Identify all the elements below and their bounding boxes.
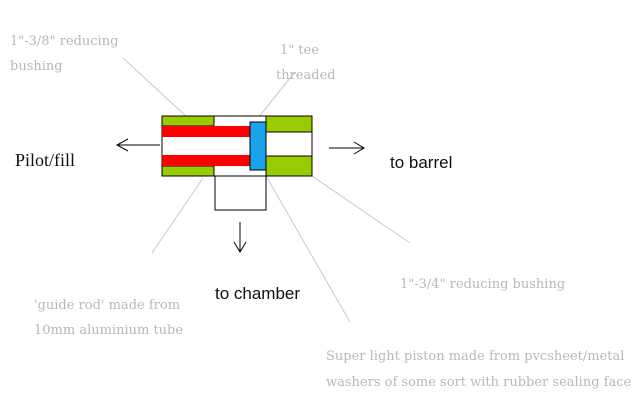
pilot-fill-label: Pilot/fill [15, 150, 75, 170]
large-reducing-bushing [265, 115, 313, 177]
arrow-right-barrel [329, 141, 365, 155]
piston-label-line1: Super light piston made from pvcsheet/me… [326, 349, 624, 364]
large-bushing-top [265, 115, 313, 133]
small-bushing-top [161, 115, 215, 127]
arrow-left-pilot [115, 138, 160, 152]
large-bushing-label: 1"-3/4" reducing bushing [400, 277, 565, 292]
guide-rod-label-line1: 'guide rod' made from [34, 298, 180, 313]
leader-guide-rod [151, 177, 204, 254]
large-bushing-bottom [265, 155, 313, 177]
leader-piston [265, 175, 351, 323]
piston-label-line2: washers of some sort with rubber sealing… [326, 375, 632, 390]
flow-arrows [115, 138, 365, 253]
piston [249, 121, 267, 171]
guide-rod-label-line2: 10mm aluminium tube [34, 323, 183, 338]
tee-branch-outlet [214, 176, 267, 211]
to-barrel-label: to barrel [390, 153, 452, 172]
leader-small-bushing [122, 57, 189, 119]
leader-large-bushing [311, 175, 411, 244]
small-bushing-label-line2: bushing [10, 59, 63, 74]
guide-rod-top-wall [162, 126, 250, 137]
tee-label-line1: 1" tee [280, 43, 319, 58]
leader-lines [122, 57, 411, 323]
small-bushing-label-line1: 1"-3/8" reducing [10, 34, 118, 49]
to-chamber-label: to chamber [215, 284, 300, 303]
guide-rod [162, 126, 250, 166]
tee-label-line2: threaded [276, 68, 336, 83]
arrow-down-chamber [233, 222, 247, 253]
small-bushing-bottom [161, 165, 215, 177]
leader-tee [257, 71, 296, 119]
guide-rod-bottom-wall [162, 155, 250, 166]
